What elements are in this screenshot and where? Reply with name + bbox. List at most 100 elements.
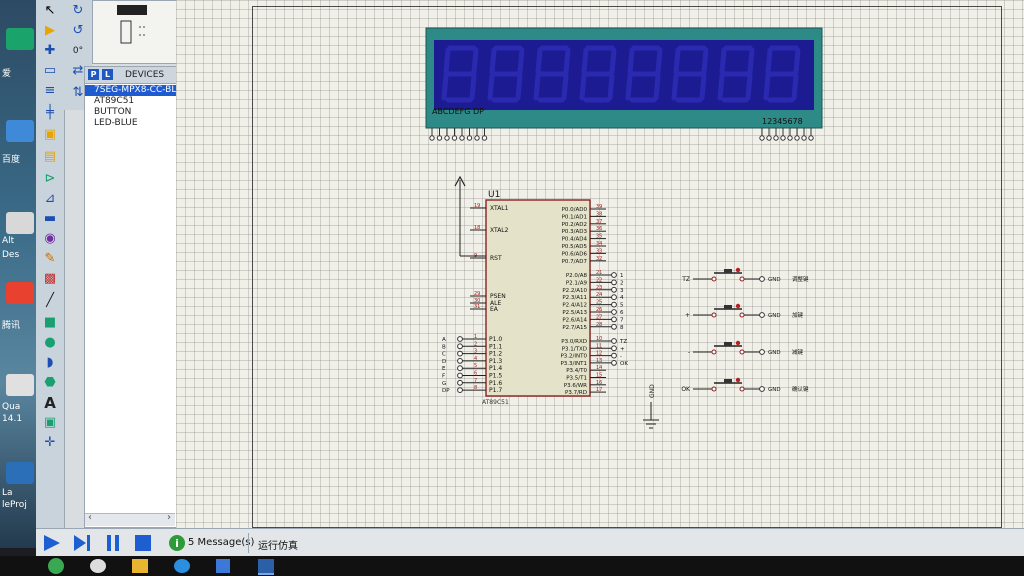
stop-icon[interactable]: [134, 534, 152, 552]
digit-pin[interactable]: [766, 135, 772, 141]
wire-label-icon[interactable]: ▭: [43, 63, 57, 78]
digit-pin[interactable]: [794, 135, 800, 141]
rotate-anticlockwise-icon[interactable]: ↺: [72, 23, 84, 38]
digit-pin[interactable]: [759, 135, 765, 141]
pin-number: 27: [596, 314, 602, 320]
app-icon[interactable]: [48, 558, 64, 574]
segment-pin[interactable]: [459, 135, 465, 141]
segment-pin[interactable]: [444, 135, 450, 141]
line-icon[interactable]: ╱: [46, 293, 54, 308]
subcircuit-icon[interactable]: ▣: [43, 127, 57, 142]
net-terminal[interactable]: [457, 343, 463, 350]
segment-pin[interactable]: [466, 135, 473, 141]
edge-icon[interactable]: [174, 559, 190, 573]
devices-scrollbar[interactable]: ‹ ›: [85, 512, 175, 526]
proteus-taskbar-icon[interactable]: [258, 559, 274, 575]
digit-pin[interactable]: [801, 135, 807, 141]
segment-pin[interactable]: [474, 135, 480, 141]
net-terminal[interactable]: [611, 286, 617, 293]
net-terminal[interactable]: [611, 301, 617, 308]
ground-terminal[interactable]: GND: [643, 384, 659, 429]
generator-icon[interactable]: ◉: [44, 231, 56, 246]
digit-pin[interactable]: [773, 135, 779, 141]
component-mode-icon[interactable]: ▶: [45, 23, 55, 38]
circle-icon[interactable]: ●: [44, 335, 56, 350]
device-item[interactable]: 7SEG-MPX8-CC-BL: [85, 85, 177, 96]
box-icon[interactable]: ■: [43, 315, 57, 330]
instrument-icon[interactable]: ▩: [43, 271, 57, 286]
bus-icon[interactable]: ╪: [46, 105, 54, 120]
play-icon[interactable]: [42, 534, 62, 552]
desktop-shortcut-icon[interactable]: [6, 462, 34, 484]
rotation-angle[interactable]: 0°: [72, 45, 84, 56]
rotate-clockwise-icon[interactable]: ↻: [72, 3, 84, 18]
net-terminal[interactable]: [457, 379, 463, 386]
segment-pin[interactable]: [429, 135, 435, 141]
schematic-canvas[interactable]: [176, 0, 1024, 536]
pick-devices-button[interactable]: P: [88, 69, 99, 80]
arc-icon[interactable]: ◗: [46, 355, 54, 370]
dell-icon[interactable]: [90, 559, 106, 573]
net-terminal[interactable]: [611, 279, 617, 286]
net-terminal[interactable]: [611, 352, 617, 359]
net-terminal[interactable]: [611, 345, 617, 352]
step-icon[interactable]: [72, 534, 92, 552]
desktop-shortcut-icon[interactable]: [6, 374, 34, 396]
net-terminal[interactable]: [611, 323, 617, 330]
segment-pin[interactable]: [481, 135, 488, 141]
selection-mode-icon[interactable]: ↖: [44, 3, 56, 18]
mirror-horizontal-icon[interactable]: ⇄: [72, 63, 84, 78]
terminal-icon[interactable]: ▤: [43, 149, 57, 164]
desktop-shortcut-icon[interactable]: [6, 212, 34, 234]
segment-pin[interactable]: [436, 135, 443, 141]
folder-icon[interactable]: [132, 559, 148, 573]
net-terminal[interactable]: [457, 387, 463, 394]
segment-pin[interactable]: [451, 135, 458, 141]
voltage-probe-icon[interactable]: ✎: [44, 251, 56, 266]
baidu-icon[interactable]: [6, 120, 34, 142]
device-item[interactable]: LED-BLUE: [94, 118, 138, 128]
store-icon[interactable]: [216, 559, 230, 573]
desktop-app-icon[interactable]: [6, 28, 34, 50]
messages-count[interactable]: 5 Message(s): [188, 537, 255, 548]
tape-recorder-icon[interactable]: ▬: [43, 211, 57, 226]
text-script-icon[interactable]: ≡: [44, 83, 56, 98]
net-terminal[interactable]: [611, 309, 617, 315]
net-terminal[interactable]: [457, 372, 463, 379]
path-icon[interactable]: ⬣: [44, 375, 56, 390]
marker-icon[interactable]: ✛: [44, 435, 56, 450]
net-terminal[interactable]: [611, 294, 617, 301]
pause-icon[interactable]: [104, 534, 122, 552]
net-terminal[interactable]: [611, 316, 617, 323]
scroll-right-icon[interactable]: ›: [167, 512, 171, 523]
net-terminal[interactable]: [457, 350, 463, 357]
device-item[interactable]: AT89C51: [94, 96, 135, 106]
net-terminal[interactable]: [457, 365, 463, 372]
net-terminal[interactable]: [611, 272, 617, 278]
info-icon[interactable]: i: [168, 534, 186, 552]
seven-segment-display[interactable]: ABCDEFG DP 12345678: [425, 27, 823, 141]
net-terminal[interactable]: [611, 338, 617, 344]
digit-pin[interactable]: [808, 135, 814, 141]
library-manager-button[interactable]: L: [102, 69, 113, 80]
device-pin-icon[interactable]: ⊳: [44, 171, 56, 186]
overview-preview[interactable]: [92, 0, 178, 64]
net-terminal[interactable]: [457, 336, 463, 342]
scroll-left-icon[interactable]: ‹: [88, 512, 92, 523]
symbol-icon[interactable]: ▣: [43, 415, 57, 430]
junction-icon[interactable]: ✚: [44, 43, 56, 58]
tencent-icon[interactable]: [6, 282, 34, 304]
device-item[interactable]: BUTTON: [94, 107, 132, 117]
text-icon[interactable]: A: [44, 393, 56, 412]
net-terminal[interactable]: [611, 360, 617, 366]
digit-pin[interactable]: [787, 135, 793, 141]
net-terminal[interactable]: [457, 358, 463, 364]
digit-pin[interactable]: [780, 135, 786, 141]
mirror-vertical-icon[interactable]: ⇅: [72, 85, 84, 100]
graph-icon[interactable]: ⊿: [44, 191, 56, 206]
